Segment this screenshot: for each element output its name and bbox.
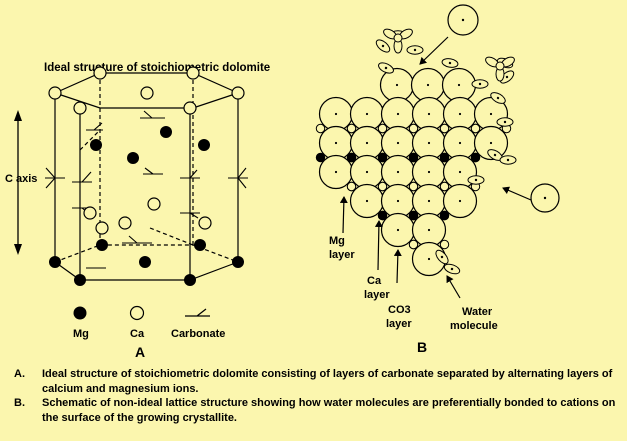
co3-layer-label-line1: CO3 [388, 304, 411, 316]
mg-ion [90, 139, 102, 151]
mg-ion [377, 210, 388, 221]
ca-layer-label-line2: layer [364, 289, 390, 301]
mg-ion [198, 139, 210, 151]
water-molecules [375, 28, 517, 275]
water-molecule [485, 56, 515, 82]
water-molecule [490, 92, 506, 104]
mg-ion [74, 274, 86, 286]
ca-ion [183, 101, 197, 115]
mg-ion [139, 256, 151, 268]
mg-ion [408, 210, 419, 221]
water-molecule [443, 263, 461, 275]
mg-ion [160, 126, 172, 138]
carbonate-ion [408, 239, 419, 250]
water-molecule-label-line1: Water [462, 306, 493, 318]
mg-ion [232, 256, 244, 268]
ca-ion [48, 86, 62, 100]
mg-ion [377, 152, 388, 163]
panel-b-letter: B [417, 339, 427, 355]
carbonate-ion [439, 123, 450, 134]
carbonate-ion [408, 123, 419, 134]
legend-mg-symbol [73, 306, 87, 320]
mg-ion [96, 239, 108, 251]
carbonate-ion [408, 181, 419, 192]
ca-ion [186, 66, 200, 80]
legend-carbonate-label: Carbonate [171, 328, 225, 340]
mg-ion [346, 152, 357, 163]
mg-ion [439, 152, 450, 163]
ca-ion [198, 216, 212, 230]
water-molecule [406, 45, 424, 55]
figure-captions: A.Ideal structure of stoichiometric dolo… [14, 367, 619, 425]
mg-layer-label-line1: Mg [329, 235, 345, 247]
mg-ion [439, 210, 450, 221]
water-molecule [496, 117, 514, 127]
mg-ion [194, 239, 206, 251]
carbonate-ion [470, 123, 481, 134]
ca-ion [140, 86, 154, 100]
ca-ion [231, 86, 245, 100]
legend: Mg Ca Carbonate [73, 305, 225, 340]
panel-a-letter: A [135, 344, 145, 360]
carbonate-ion [377, 123, 388, 134]
carbonate-ion [315, 123, 326, 134]
carbonate-groups [45, 110, 248, 269]
legend-mg-label: Mg [73, 328, 89, 340]
water-molecule [378, 62, 394, 74]
ca-ion [73, 101, 87, 115]
mg-ions [49, 126, 244, 286]
legend-ca-label: Ca [130, 328, 145, 340]
carbonate-ion [439, 181, 450, 192]
panel-a: Ideal structure of stoichiometric dolomi… [5, 62, 270, 360]
ca-layer-label-line1: Ca [367, 275, 382, 287]
water-molecule [441, 58, 459, 68]
mg-ion [408, 152, 419, 163]
legend-ca-symbol [129, 305, 145, 321]
water-molecule [471, 79, 489, 89]
mg-ion [470, 152, 481, 163]
water-molecule [375, 39, 391, 53]
legend-carbonate-symbol [185, 308, 210, 317]
water-molecule [383, 28, 413, 54]
carbonate-ion [346, 123, 357, 134]
water-molecule [499, 155, 517, 165]
panel-a-title: Ideal structure of stoichiometric dolomi… [44, 62, 270, 74]
mg-ion [127, 152, 139, 164]
caption-a: A.Ideal structure of stoichiometric dolo… [14, 368, 613, 395]
ca-ion [147, 197, 161, 211]
c-axis: C axis [5, 110, 37, 255]
ca-ions [48, 66, 245, 235]
mg-ion [49, 256, 61, 268]
water-molecule [467, 175, 485, 185]
ca-ion [118, 216, 132, 230]
c-axis-label: C axis [5, 173, 37, 185]
panel-b: Mg layer Ca layer CO3 layer Water molecu… [315, 4, 560, 355]
ca-ion [93, 66, 107, 80]
mg-ion [184, 274, 196, 286]
water-molecule [435, 249, 449, 265]
water-molecule-label-line2: molecule [450, 320, 498, 332]
dolomite-diagram: Ideal structure of stoichiometric dolomi… [5, 4, 560, 360]
carbonate-ion [346, 181, 357, 192]
mg-layer-label-line2: layer [329, 249, 355, 261]
carbonate-ion [439, 239, 450, 250]
ca-ion [83, 206, 97, 220]
crystal-lattice [315, 67, 512, 277]
carbonate-ion [377, 181, 388, 192]
annotation-arrows [339, 36, 532, 299]
co3-layer-label-line2: layer [386, 318, 412, 330]
ca-ion [95, 221, 109, 235]
caption-b: B.Schematic of non-ideal lattice structu… [14, 397, 616, 424]
mg-ion [315, 152, 326, 163]
